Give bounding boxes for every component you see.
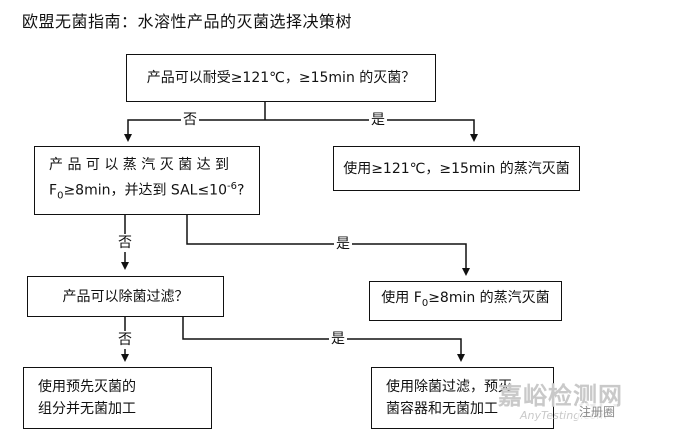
result-aseptic-processing: 使用预先灭菌的 组分并无菌加工 [23, 367, 212, 429]
result-steam-121c: 使用≥121℃，≥15min 的蒸汽灭菌 [333, 146, 580, 191]
edge-label-q3-yes: 是 [329, 330, 347, 348]
result-sterile-filtration: 使用除菌过滤，预灭 菌容器和无菌加工 [371, 367, 554, 429]
result-sterile-filtration-line2: 菌容器和无菌加工 [386, 401, 498, 417]
decision-sterile-filtration-text: 产品可以除菌过滤？ [62, 288, 189, 305]
result-steam-121c-text: 使用≥121℃，≥15min 的蒸汽灭菌 [343, 160, 570, 177]
connector-q2-yes [186, 215, 470, 276]
edge-label-q1-no: 否 [181, 111, 199, 129]
edge-label-q2-no: 否 [116, 234, 134, 252]
result-aseptic-processing-line1: 使用预先灭菌的 [38, 379, 136, 395]
decision-heat-tolerance: 产品可以耐受≥121℃，≥15min 的灭菌？ [126, 54, 436, 102]
connector-q1-yes [265, 119, 478, 142]
diagram-title: 欧盟无菌指南：水溶性产品的灭菌选择决策树 [22, 12, 353, 31]
result-aseptic-processing-line2: 组分并无菌加工 [38, 401, 136, 417]
decision-steam-f0-sal-line1: 产 品 可 以 蒸 汽 灭 菌 达 到 [49, 156, 230, 173]
edge-label-q3-no: 否 [116, 331, 134, 349]
result-sterile-filtration-line1: 使用除菌过滤，预灭 [386, 379, 512, 395]
connector-q1-no [124, 119, 265, 142]
edge-label-q2-yes: 是 [334, 235, 352, 253]
watermark-badge: 注册圈 [577, 403, 618, 420]
decision-heat-tolerance-text: 产品可以耐受≥121℃，≥15min 的灭菌？ [146, 70, 416, 86]
connector-q3-yes [182, 317, 465, 362]
result-steam-f0-text: 使用 F0≥8min 的蒸汽灭菌 [381, 290, 550, 309]
decision-sterile-filtration: 产品可以除菌过滤？ [27, 276, 224, 317]
edge-label-q1-yes: 是 [369, 111, 387, 129]
result-steam-f0: 使用 F0≥8min 的蒸汽灭菌 [369, 281, 562, 321]
decision-steam-f0-sal: 产 品 可 以 蒸 汽 灭 菌 达 到 F0≥8min，并达到 SAL≤10-6… [34, 146, 260, 215]
decision-steam-f0-sal-line2: F0≥8min，并达到 SAL≤10-6? [49, 180, 245, 202]
